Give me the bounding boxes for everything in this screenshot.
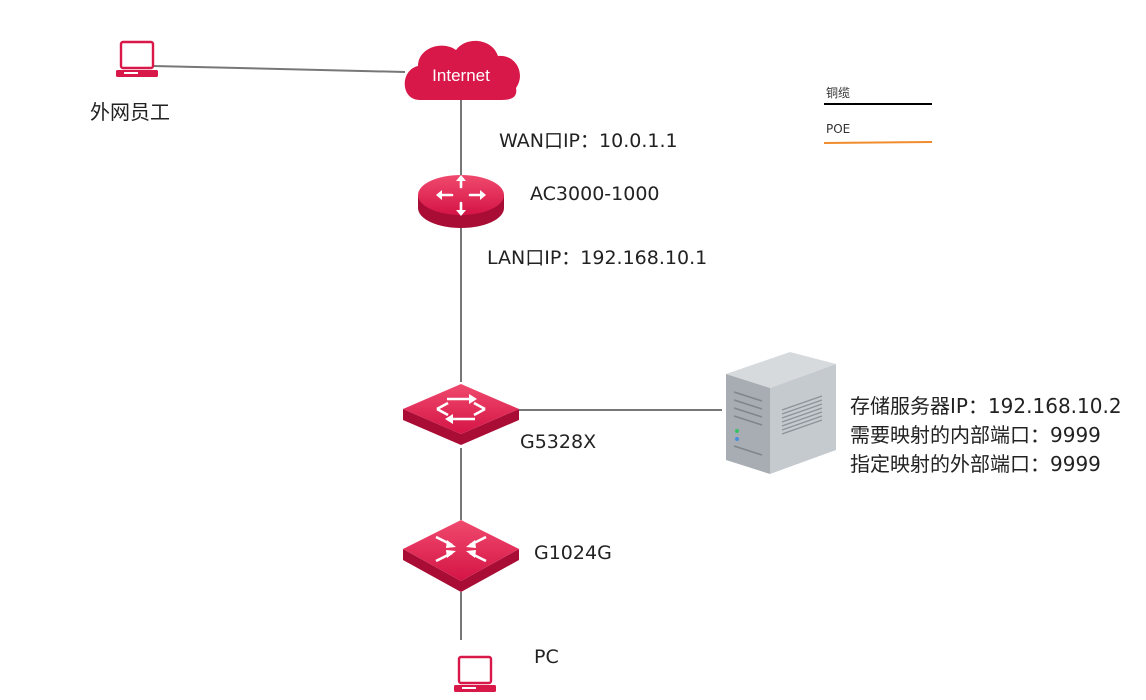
laptop-icon xyxy=(454,655,496,692)
internet-label: Internet xyxy=(432,66,490,85)
external-port-line: 指定映射的外部端口：9999 xyxy=(850,452,1101,476)
storage-server-info: 存储服务器IP：192.168.10.2 需要映射的内部端口：9999 指定映射… xyxy=(850,392,1122,479)
router-label: AC3000-1000 xyxy=(530,183,660,205)
switch-icon xyxy=(403,384,519,445)
cloud-icon: Internet xyxy=(404,40,520,100)
remote-staff-label: 外网员工 xyxy=(90,100,170,124)
access-switch-label: G1024G xyxy=(534,542,612,564)
router-icon xyxy=(418,175,504,228)
link-remote-internet xyxy=(152,65,406,73)
legend-poe-line xyxy=(823,141,933,144)
core-switch-label: G5328X xyxy=(520,431,597,453)
switch-icon xyxy=(403,520,519,592)
pc-label: PC xyxy=(534,646,559,668)
links xyxy=(152,65,722,640)
lan-ip-label: LAN口IP：192.168.10.1 xyxy=(487,247,708,269)
legend-copper-label: 铜缆 xyxy=(826,86,851,100)
server-icon xyxy=(726,352,836,474)
wan-ip-label: WAN口IP：10.0.1.1 xyxy=(499,130,678,152)
laptop-icon xyxy=(116,40,158,77)
server-ip-line: 存储服务器IP：192.168.10.2 xyxy=(850,394,1122,418)
legend-poe-label: POE xyxy=(826,122,851,136)
internal-port-line: 需要映射的内部端口：9999 xyxy=(850,423,1101,447)
